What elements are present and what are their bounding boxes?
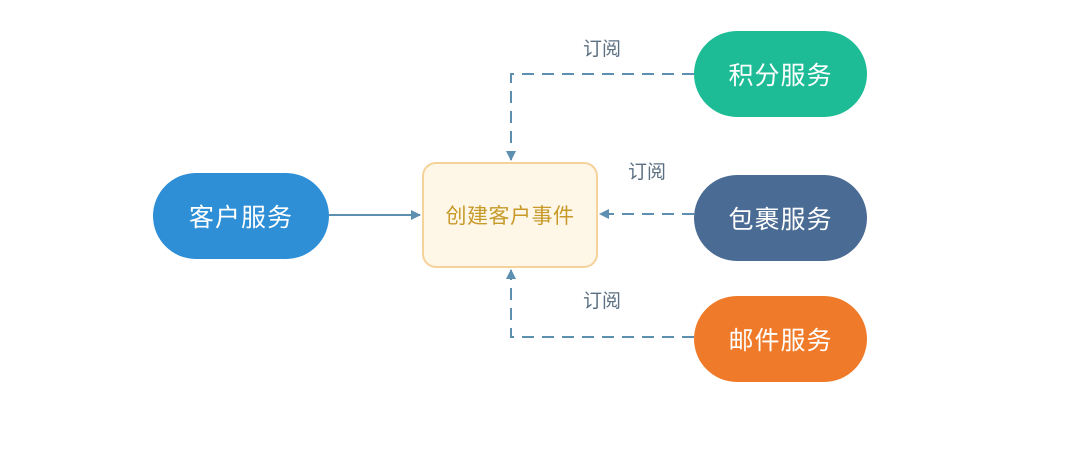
mail-service-label: 邮件服务 xyxy=(728,326,833,355)
customer-service-node: 客户服务 xyxy=(153,173,329,259)
subscribe-label-points: 订阅 xyxy=(583,38,622,60)
subscribe-label-mail: 订阅 xyxy=(583,290,622,312)
package-service-label: 包裹服务 xyxy=(728,205,833,234)
mail-service-node: 邮件服务 xyxy=(694,296,867,382)
points-service-node: 积分服务 xyxy=(694,31,867,117)
connector-points-to-event xyxy=(506,73,694,161)
points-service-label: 积分服务 xyxy=(728,61,833,90)
subscribe-label-package: 订阅 xyxy=(628,161,667,183)
package-service-node: 包裹服务 xyxy=(694,175,867,261)
create-customer-event-node: 创建客户事件 xyxy=(422,162,598,268)
create-customer-event-label: 创建客户事件 xyxy=(445,204,575,228)
customer-service-label: 客户服务 xyxy=(188,203,293,232)
connector-mail-to-event xyxy=(506,269,694,338)
